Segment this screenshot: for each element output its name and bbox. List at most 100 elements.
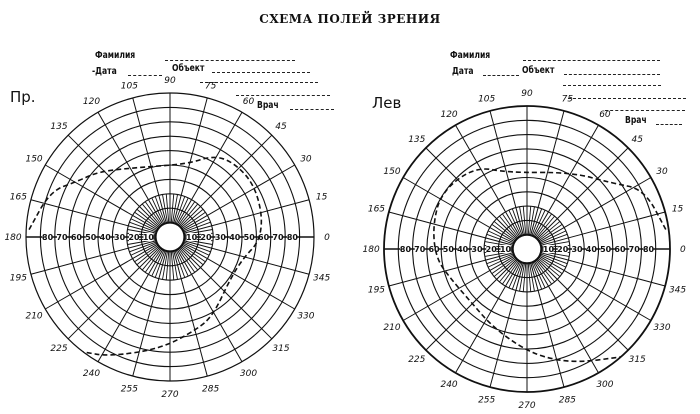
fine-radial-line: [180, 208, 204, 229]
ring-label-bg: [429, 245, 440, 253]
ring-label-bg: [42, 233, 53, 241]
object-line-right-3[interactable]: [568, 98, 686, 99]
fine-radial-line: [532, 209, 546, 237]
fine-radial-line: [519, 206, 525, 235]
fine-radial-line: [136, 245, 160, 266]
fine-radial-line: [487, 230, 515, 244]
fine-radial-line: [531, 262, 543, 290]
fine-radial-line: [162, 194, 168, 223]
angle-label: 120: [83, 97, 100, 107]
radial-line: [97, 112, 164, 225]
fine-radial-line: [537, 221, 561, 241]
angle-label: 75: [562, 94, 574, 104]
date-line-left[interactable]: [128, 75, 162, 76]
fine-radial-line: [162, 251, 168, 280]
object-line-left-3[interactable]: [236, 95, 330, 96]
fine-radial-line: [493, 257, 517, 277]
fine-radial-line: [175, 197, 189, 225]
ring-label: 20: [200, 233, 212, 242]
angle-label: 75: [205, 81, 217, 91]
angle-label: 0: [324, 233, 330, 243]
surname-line-right[interactable]: [523, 60, 660, 61]
fine-radial-line: [183, 241, 211, 253]
ring-label-bg: [543, 245, 554, 253]
fine-radial-line: [175, 249, 189, 277]
fine-radial-line: [177, 201, 196, 226]
radial-line: [30, 199, 157, 234]
ring-label-bg: [629, 245, 640, 253]
ring-label-bg: [129, 233, 139, 241]
fine-radial-line: [534, 213, 552, 238]
angle-label: 180: [4, 233, 21, 243]
object-line-left-2[interactable]: [200, 82, 318, 83]
fine-radial-line: [172, 251, 178, 280]
fine-radial-line: [165, 193, 170, 223]
fine-radial-line: [508, 261, 522, 289]
surname-line-left[interactable]: [165, 60, 295, 61]
fine-radial-line: [144, 201, 163, 226]
fine-radial-line: [130, 242, 158, 256]
ring-label-bg: [557, 245, 568, 253]
radial-line: [425, 147, 518, 240]
radial-line: [539, 177, 652, 243]
angle-label: 195: [368, 285, 385, 295]
angle-label: 330: [297, 311, 314, 321]
fine-radial-line: [499, 215, 519, 239]
eye-label-left-eye: Лев: [372, 94, 402, 112]
object-label-right: Объект: [522, 65, 555, 76]
ring-label-bg: [486, 245, 497, 253]
fine-radial-line: [527, 263, 532, 292]
ring-label-bg: [414, 245, 425, 253]
radial-line: [183, 199, 310, 234]
fine-radial-line: [529, 263, 535, 292]
radial-line: [97, 249, 164, 362]
angle-label: 180: [363, 245, 380, 255]
angle-label: 345: [669, 285, 686, 295]
fine-radial-line: [502, 260, 520, 285]
left-eye-chart: 0153045607590105120135150165180195210225…: [363, 89, 687, 411]
ring-label-bg: [572, 245, 583, 253]
ring-label-bg: [100, 233, 111, 241]
ring-label: 30: [114, 233, 126, 242]
angle-label: 45: [631, 135, 643, 145]
eye-label-right-eye: Пр.: [10, 88, 36, 106]
doctor-line-right[interactable]: [656, 124, 682, 125]
angle-label: 315: [629, 355, 646, 365]
angle-label: 270: [518, 401, 535, 411]
ring-label-bg: [586, 245, 597, 253]
surname-label-right: Фамилия: [450, 50, 491, 61]
fine-radial-line: [511, 262, 523, 290]
radial-line: [179, 246, 273, 340]
fine-radial-line: [144, 248, 163, 273]
fine-radial-line: [508, 209, 522, 237]
object-label-left: Объект: [172, 63, 205, 74]
radial-line: [455, 261, 521, 374]
fine-radial-line: [151, 197, 165, 225]
ring-label: 40: [229, 233, 241, 242]
radial-line: [533, 261, 599, 374]
angle-label: 150: [383, 167, 400, 177]
angle-label: 165: [10, 192, 27, 202]
fine-radial-line: [540, 233, 568, 245]
doctor-line-left[interactable]: [290, 109, 334, 110]
fine-radial-line: [136, 208, 160, 229]
visual-field-boundary: [433, 168, 667, 363]
radial-line: [530, 110, 565, 236]
ring-label-bg: [273, 233, 283, 241]
ring-label-bg: [600, 245, 611, 253]
object-line-right-4[interactable]: [605, 110, 685, 111]
angle-label: 90: [164, 76, 176, 86]
ring-label: 80: [42, 233, 54, 242]
fine-radial-line: [539, 254, 567, 268]
date-line-right[interactable]: [483, 75, 519, 76]
ring-label-bg: [500, 245, 511, 253]
object-line-left[interactable]: [212, 72, 310, 73]
angle-label: 225: [50, 344, 67, 354]
fine-radial-line: [180, 245, 204, 266]
fine-radial-line: [129, 221, 157, 233]
object-line-right[interactable]: [564, 74, 660, 75]
angle-label: 165: [368, 205, 385, 215]
object-line-right-2[interactable]: [563, 85, 661, 86]
radial-line: [132, 250, 167, 377]
